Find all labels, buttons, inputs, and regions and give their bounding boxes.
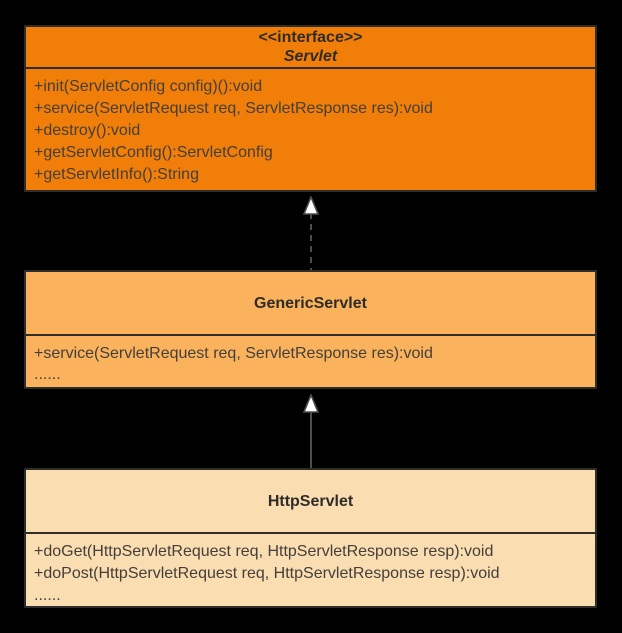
method-line: +doGet(HttpServletRequest req, HttpServl… — [34, 543, 494, 560]
class-methods-servlet: +init(ServletConfig config)():void +serv… — [26, 69, 595, 192]
method-line: +getServletInfo():String — [34, 166, 199, 183]
class-box-http-servlet[interactable]: HttpServlet +doGet(HttpServletRequest re… — [24, 468, 597, 608]
class-box-servlet[interactable]: <<interface>> Servlet +init(ServletConfi… — [24, 25, 597, 192]
stereotype-label: <<interface>> — [258, 29, 363, 46]
generalization-arrow — [302, 394, 320, 468]
method-line: ...... — [34, 366, 61, 383]
method-line: +doPost(HttpServletRequest req, HttpServ… — [34, 565, 500, 582]
method-line: +getServletConfig():ServletConfig — [34, 144, 273, 161]
method-line: +init(ServletConfig config)():void — [34, 78, 263, 95]
class-name-http-servlet: HttpServlet — [267, 492, 354, 510]
class-methods-http-servlet: +doGet(HttpServletRequest req, HttpServl… — [26, 534, 595, 613]
realization-arrow — [302, 196, 320, 270]
class-header-servlet: <<interface>> Servlet — [26, 27, 595, 69]
class-methods-generic-servlet: +service(ServletRequest req, ServletResp… — [26, 336, 595, 391]
class-name-generic-servlet: GenericServlet — [254, 294, 367, 312]
method-line: ...... — [34, 587, 61, 604]
class-header-generic-servlet: GenericServlet — [26, 272, 595, 336]
method-line: +service(ServletRequest req, ServletResp… — [34, 345, 433, 362]
class-name-servlet: Servlet — [283, 48, 338, 65]
class-header-http-servlet: HttpServlet — [26, 470, 595, 534]
method-line: +service(ServletRequest req, ServletResp… — [34, 100, 433, 117]
method-line: +destroy():void — [34, 122, 141, 139]
class-box-generic-servlet[interactable]: GenericServlet +service(ServletRequest r… — [24, 270, 597, 389]
